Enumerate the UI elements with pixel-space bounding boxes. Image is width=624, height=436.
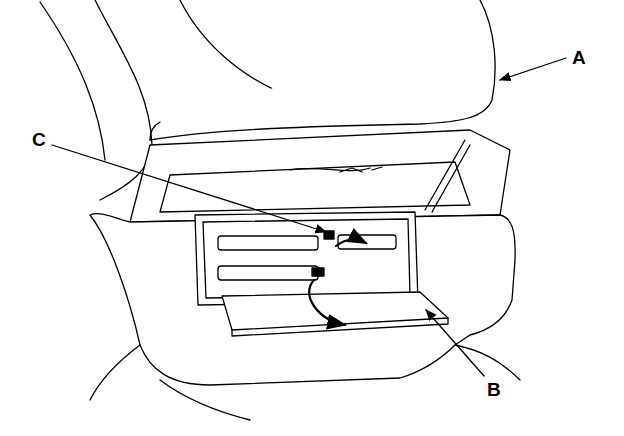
lid-edge <box>232 318 448 336</box>
floor-line <box>160 380 250 420</box>
compartment-inner <box>203 219 410 298</box>
disc-slot <box>218 266 318 280</box>
armrest-edge <box>150 122 160 140</box>
card-slot <box>338 235 396 249</box>
press-arrow <box>336 240 366 246</box>
callout-letter: A <box>572 48 586 67</box>
leader-line <box>500 58 566 80</box>
tray <box>160 162 470 212</box>
callout-letter: C <box>32 130 46 149</box>
hinge-rod <box>425 140 465 210</box>
callout-letter: B <box>487 380 501 399</box>
console-top <box>130 130 510 222</box>
lid-latch <box>312 268 324 276</box>
seat-outline <box>40 2 105 160</box>
hinge-rod <box>432 145 470 212</box>
armrest <box>150 0 495 140</box>
tray-detail <box>340 167 382 172</box>
lid <box>222 292 448 330</box>
floor-line <box>455 345 520 380</box>
leader-line <box>52 145 326 232</box>
disc-slot <box>218 236 318 250</box>
leader-line <box>426 310 484 376</box>
open-arrow <box>309 280 345 325</box>
floor-line <box>90 345 140 400</box>
